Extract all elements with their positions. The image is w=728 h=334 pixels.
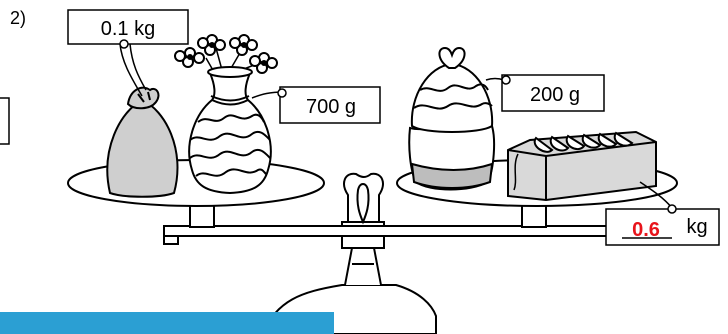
cake-weight-tag bbox=[501, 74, 605, 112]
vase bbox=[174, 34, 278, 195]
bread-tag-hole bbox=[667, 204, 677, 214]
bag bbox=[106, 86, 179, 198]
cake-tag-hole bbox=[501, 75, 511, 85]
bread-weight-answer: 0.6 bbox=[632, 219, 660, 241]
blue-banner bbox=[0, 312, 334, 334]
bag-weight-tag bbox=[67, 9, 189, 45]
cake bbox=[408, 46, 496, 191]
bag-tag-hole bbox=[119, 39, 129, 49]
cake-weight-label: 200 g bbox=[530, 84, 580, 106]
bag-weight-label: 0.1 kg bbox=[101, 18, 155, 40]
exercise-number: 2) bbox=[10, 8, 26, 28]
bread-weight-tag bbox=[605, 208, 720, 246]
vase-weight-label: 700 g bbox=[306, 96, 356, 118]
cutoff-box bbox=[0, 97, 10, 145]
vase-tag-hole bbox=[277, 88, 287, 98]
vase-weight-tag bbox=[279, 86, 381, 124]
bread bbox=[507, 130, 657, 202]
bread-weight-unit: kg bbox=[686, 216, 707, 238]
